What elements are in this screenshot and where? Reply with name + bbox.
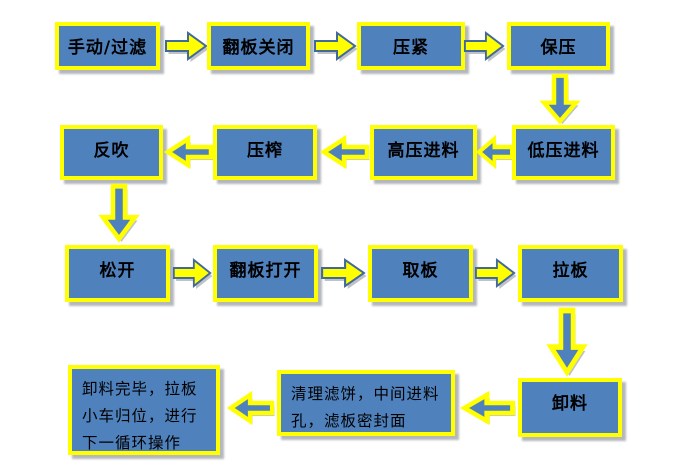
step-loosen: 松开 [65, 245, 170, 302]
step-label: 卸料完毕，拉板小车归位，进行下一循环操作 [82, 380, 198, 452]
arrow-right-icon [313, 30, 358, 62]
step-label: 卸料 [552, 394, 588, 414]
step-back-blow: 反吹 [60, 125, 163, 180]
arrow-down-icon [546, 307, 588, 377]
arrow-down-icon [539, 73, 581, 125]
step-label: 压紧 [393, 38, 429, 58]
step-label: 高压进料 [387, 141, 460, 161]
step-label: 翻板打开 [229, 261, 302, 281]
step-press-tight: 压紧 [357, 22, 465, 70]
arrow-left-icon [163, 134, 214, 170]
step-discharge: 卸料 [518, 378, 622, 437]
step-pull-plate: 拉板 [518, 245, 623, 302]
arrow-right-icon [474, 257, 517, 289]
step-high-pressure-feed: 高压进料 [370, 125, 477, 180]
arrow-right-icon [320, 257, 367, 289]
step-low-pressure-feed: 低压进料 [512, 125, 615, 180]
step-clean-filter-cake: 清理滤饼，中间进料孔，滤板密封面 [277, 370, 455, 436]
arrow-right-icon [463, 30, 506, 62]
step-label: 手动/过滤 [67, 38, 148, 58]
step-label: 压榨 [247, 141, 283, 161]
arrow-left-icon [459, 390, 516, 426]
arrow-right-icon [164, 30, 209, 62]
step-label: 反吹 [93, 141, 130, 161]
step-label: 低压进料 [527, 141, 600, 161]
arrow-left-icon [226, 390, 275, 426]
step-take-plate: 取板 [368, 245, 473, 302]
step-plate-open: 翻板打开 [213, 245, 318, 302]
arrow-right-icon [172, 257, 213, 289]
step-label: 取板 [402, 261, 439, 281]
step-label: 拉板 [552, 261, 589, 281]
step-plate-close: 翻板关闭 [207, 22, 310, 70]
arrow-left-icon [319, 134, 370, 170]
step-manual-filter: 手动/过滤 [55, 22, 160, 70]
step-label: 翻板关闭 [222, 38, 295, 58]
step-label: 清理滤饼，中间进料孔，滤板密封面 [291, 385, 440, 430]
step-squeeze: 压榨 [213, 125, 317, 180]
step-cycle-complete: 卸料完毕，拉板小车归位，进行下一循环操作 [68, 365, 220, 455]
step-label: 松开 [99, 261, 136, 281]
arrow-left-icon [475, 134, 514, 170]
step-hold-pressure: 保压 [507, 22, 610, 70]
step-label: 保压 [540, 38, 577, 58]
arrow-down-icon [98, 183, 140, 243]
